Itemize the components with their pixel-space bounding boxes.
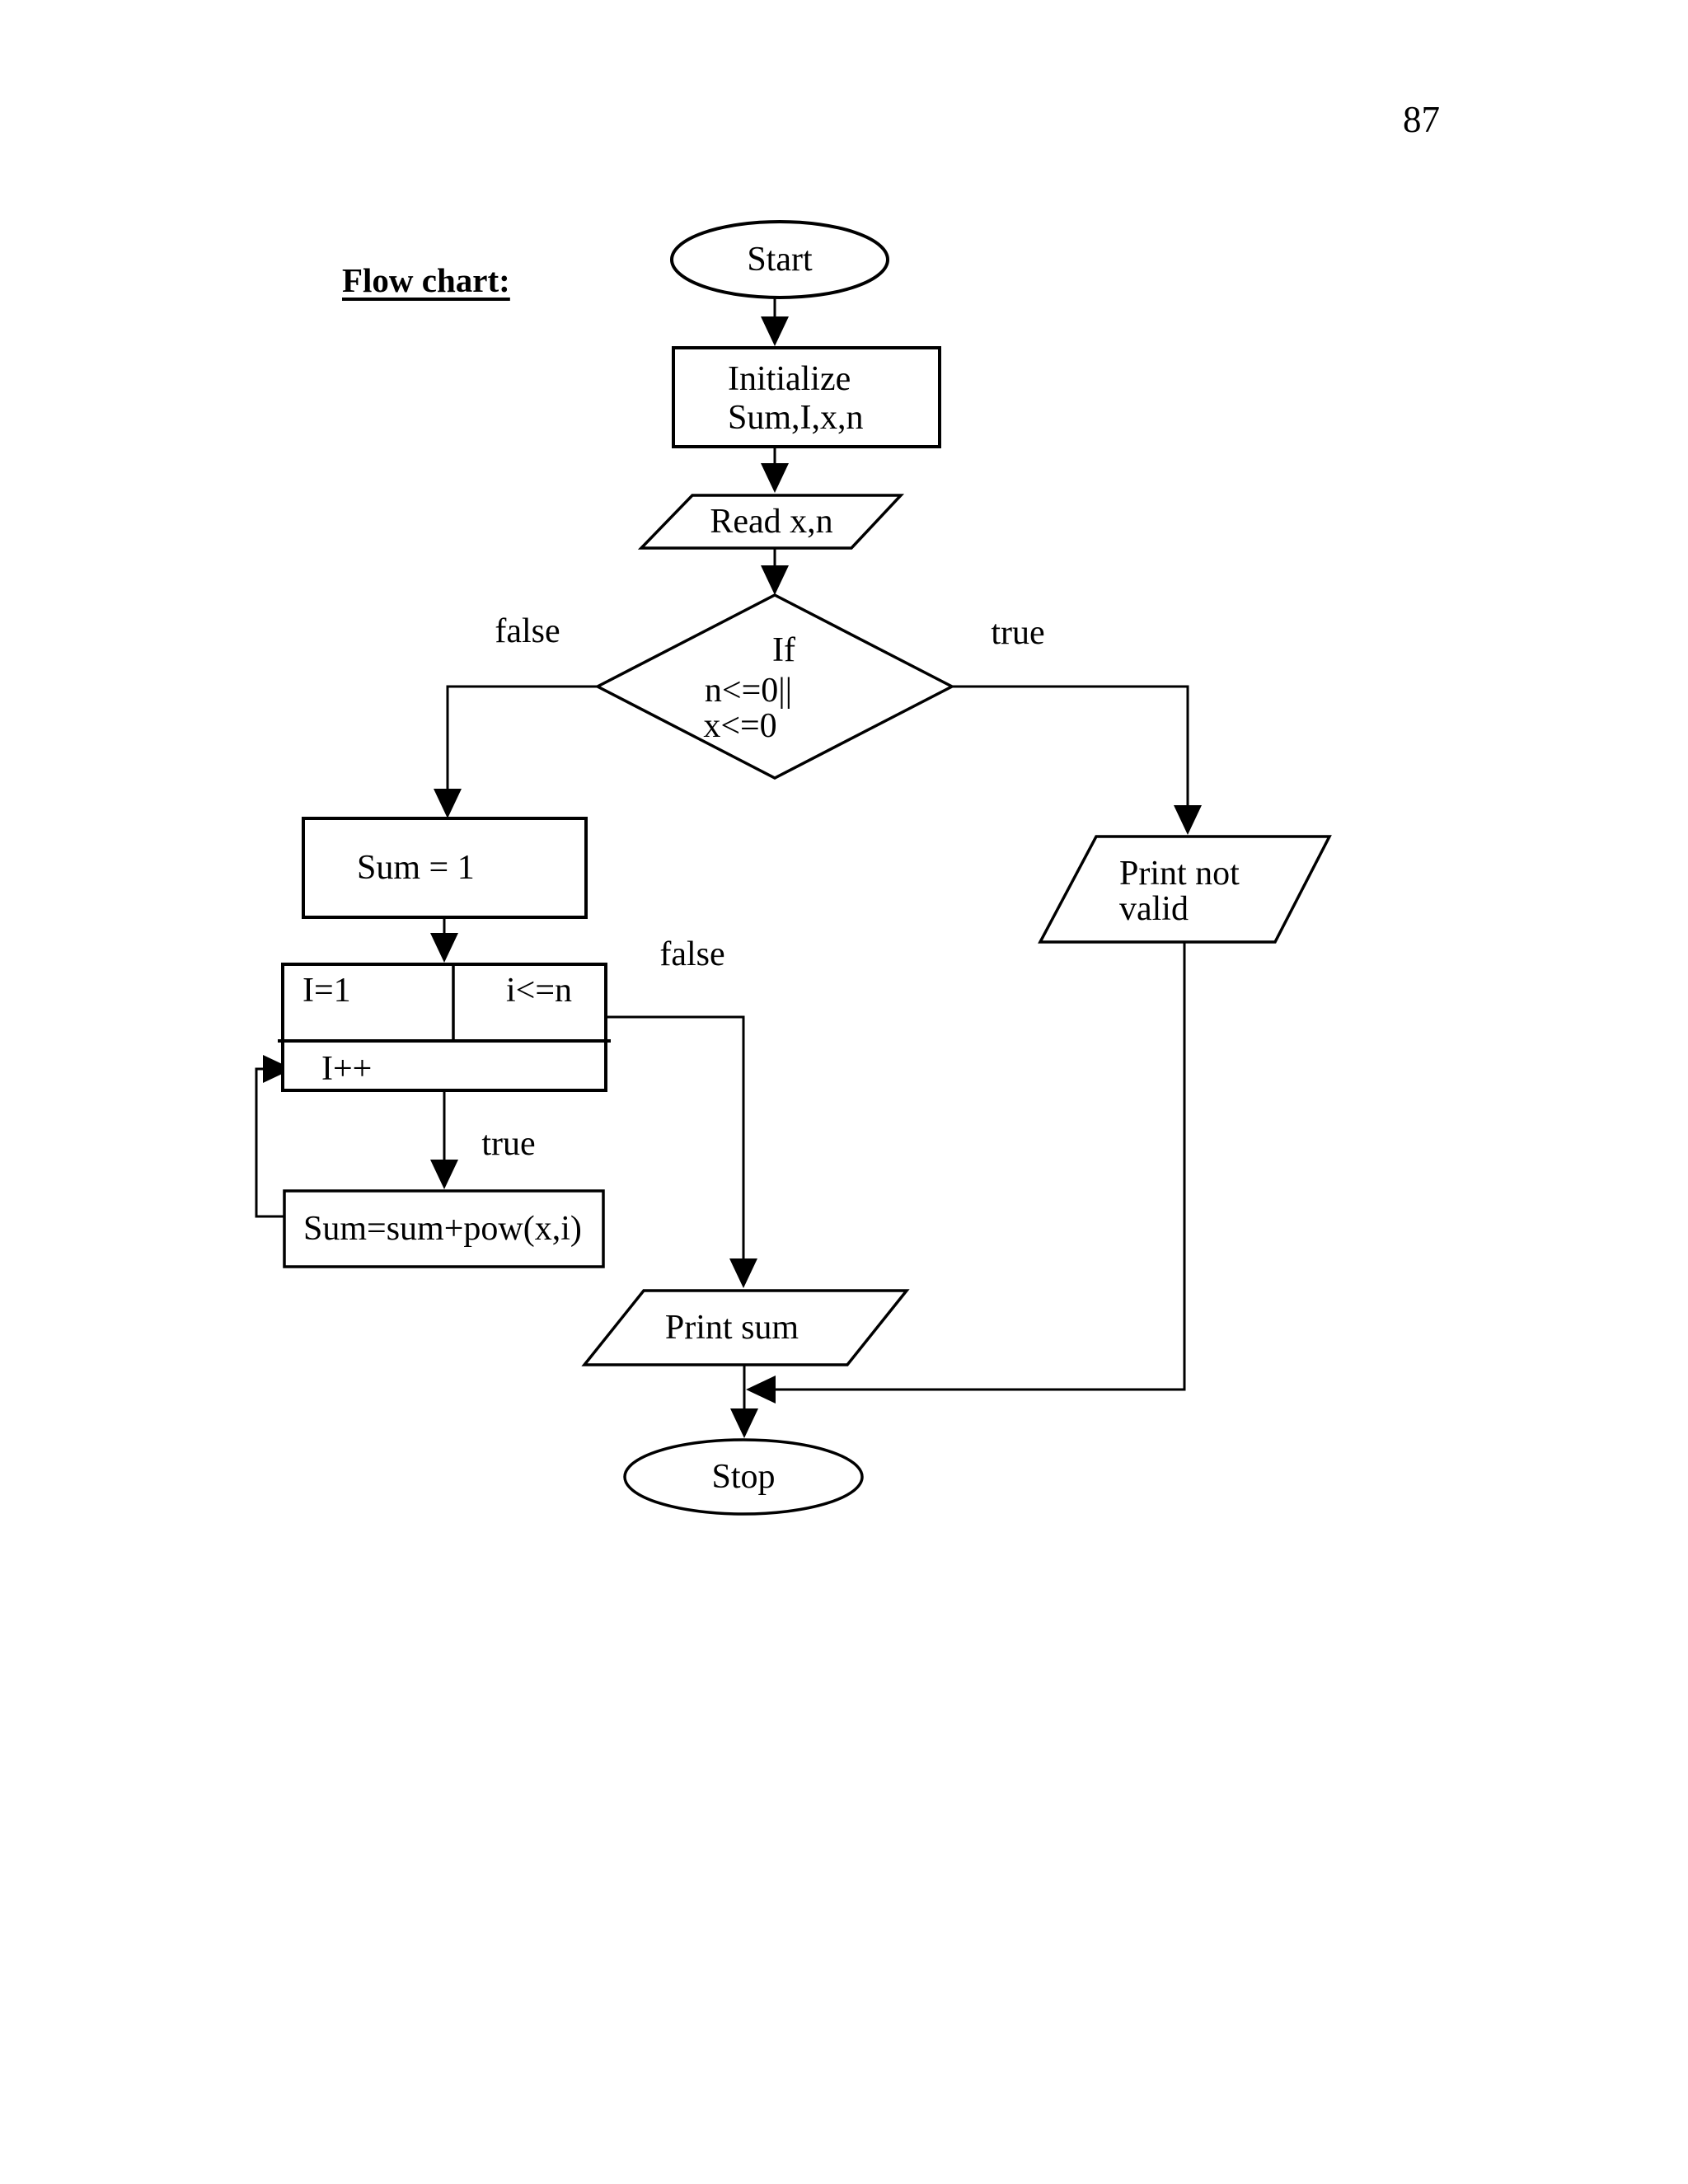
read-label: Read x,n [710, 503, 833, 541]
arrowhead-into-read [761, 463, 789, 493]
condition-label-line2: n<=0|| [704, 672, 793, 710]
stop-label: Stop [711, 1458, 776, 1496]
connector-printnotvalid-to-junction [776, 942, 1186, 1391]
print-not-valid-label-line2: valid [1119, 890, 1189, 928]
start-label: Start [747, 241, 813, 279]
for-loop-box [281, 963, 607, 1092]
page-title: Flow chart: [342, 261, 510, 299]
loop-cond-label: i<=n [505, 972, 573, 1010]
arrowhead-into-suminit [434, 789, 462, 818]
connector-decision-true-branch [952, 685, 1189, 808]
initialize-label-line1: Initialize [728, 360, 851, 398]
sum-init-label: Sum = 1 [357, 849, 475, 887]
decision-false-label: false [495, 612, 560, 650]
start-terminator [670, 220, 889, 299]
connector-body-feedback-to-loop [255, 1067, 284, 1218]
arrowhead-into-initialize [761, 316, 789, 346]
loop-false-label: false [659, 935, 725, 973]
arrowhead-into-loop [430, 933, 458, 963]
connector-decision-false-branch [446, 685, 598, 791]
arrowhead-into-decision [761, 565, 789, 595]
initialize-label-line2: Sum,I,x,n [728, 399, 864, 437]
sum-init-box [302, 817, 588, 919]
print-sum-parallelogram [581, 1289, 910, 1366]
loop-body-label: Sum=sum+pow(x,i) [303, 1210, 582, 1248]
arrowhead-junction-left [746, 1376, 776, 1404]
condition-label-line1: If [772, 631, 795, 669]
print-sum-label: Print sum [664, 1309, 799, 1347]
arrowhead-into-stop [730, 1408, 758, 1438]
read-input-parallelogram [637, 494, 905, 550]
arrowhead-feedback-into-loop [263, 1055, 293, 1083]
arrowhead-into-body [430, 1160, 458, 1189]
condition-label-line3: x<=0 [703, 707, 777, 745]
loop-incr-label: I++ [321, 1050, 373, 1088]
print-not-valid-parallelogram [1038, 835, 1332, 944]
stop-terminator [623, 1438, 864, 1516]
print-not-valid-label-line1: Print not [1119, 855, 1240, 893]
loop-body-box [283, 1189, 605, 1268]
arrowhead-into-printsum [729, 1258, 757, 1288]
connector-loop-false-to-printsum [606, 1015, 745, 1261]
decision-diamond [594, 593, 955, 780]
loop-true-label: true [481, 1125, 536, 1163]
initialize-process-box [672, 346, 941, 448]
loop-init-label: I=1 [302, 972, 351, 1010]
page-number: 87 [1403, 99, 1440, 140]
arrowhead-into-printnotvalid [1174, 805, 1202, 835]
decision-true-label: true [991, 614, 1045, 652]
